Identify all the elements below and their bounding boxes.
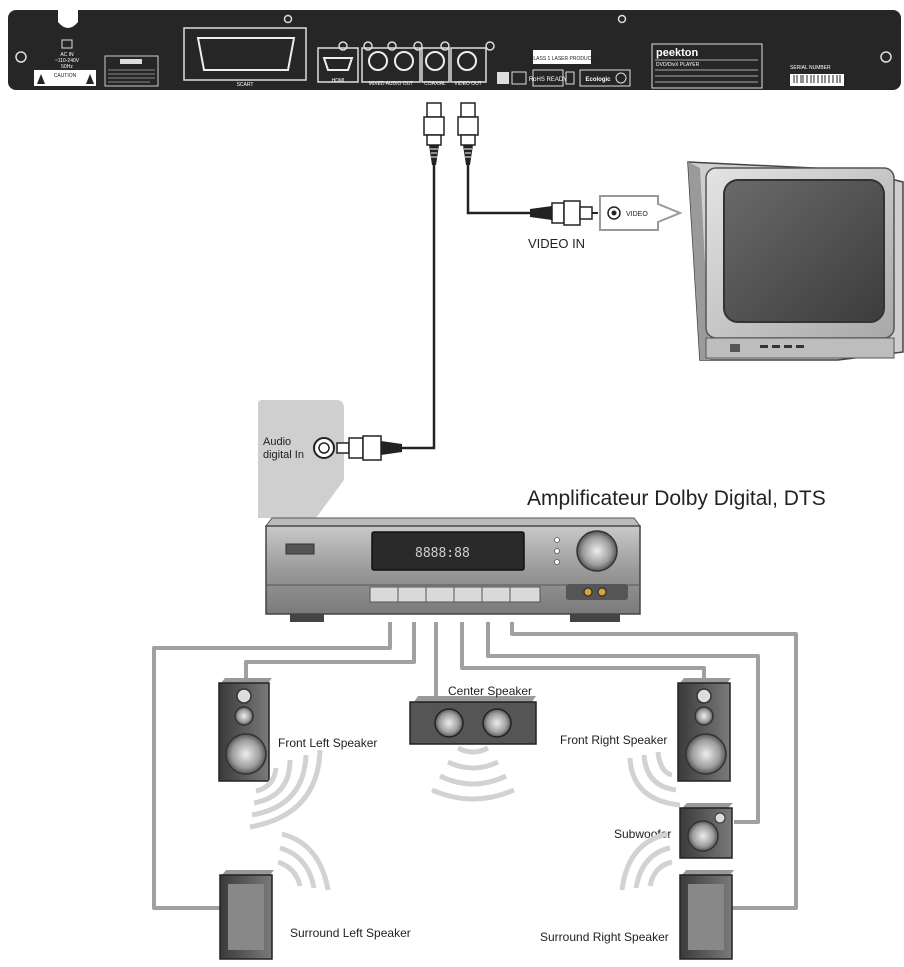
tv-video-port-callout: VIDEO [599,195,683,231]
center-speaker [409,696,537,745]
rca-plug-tv-video-in [530,200,598,226]
front-left-speaker-label: Front Left Speaker [278,736,377,750]
caution-label: CAUTION [54,73,77,79]
front-left-sound-waves [249,749,323,830]
mixed-audio-out-label: MIXED AUDIO OUT [369,81,414,87]
surround-left-sound-waves [277,831,331,891]
surround-left-speaker [219,870,274,960]
rca-plug-video [457,102,479,165]
audio-input-label-line1: Audio [263,436,291,448]
surround-right-speaker-label: Surround Right Speaker [540,930,669,944]
scart-label: SCART [237,82,254,88]
front-right-sound-waves [627,751,681,808]
subwoofer [679,803,733,859]
frequency-label: 50Hz [61,64,73,70]
tv-video-port-label: VIDEO [626,211,648,218]
recycle-icon [497,72,509,84]
video-in-label: VIDEO IN [528,236,585,251]
model-line-label: DVD/DivX PLAYER [656,62,700,68]
amp-input-callout: Audio digital In [258,400,344,518]
surround-right-sound-waves [619,831,673,891]
cable-front-left [244,622,416,680]
rca-plug-coaxial [423,102,445,165]
surround-right-speaker [679,870,734,960]
speaker-cables [152,622,798,910]
video-cable [466,165,532,215]
front-right-speaker-label: Front Right Speaker [560,733,667,747]
video-out-label: VIDEO OUT [454,81,482,87]
audio-input-label-line2: digital In [263,449,304,461]
rohs-label: RoHS READY [529,77,567,83]
amplifier: 8888:88 [265,517,641,622]
ac-in-block: AC IN ~110-240V 50Hz [55,39,80,70]
caution-label-block: CAUTION [34,70,96,86]
rca-plug-amp-digital-in [336,435,402,461]
serial-number-block: SERIAL NUMBER [790,65,844,86]
cable-surround-left [152,622,392,910]
mixed-audio-out-jacks: MIXED AUDIO OUT [361,41,423,87]
video-out-jack: VIDEO OUT [440,41,495,87]
hdmi-label: HDMI [332,78,345,84]
television [687,161,904,361]
center-sound-waves [430,745,516,802]
dolby-label-block [104,55,159,87]
barcode [790,74,844,86]
voltage-label: ~110-240V [55,58,80,64]
warning-triangle-icon [86,74,94,84]
serial-number-label: SERIAL NUMBER [790,65,831,71]
rating-plate: peekton DVD/DivX PLAYER [651,43,763,89]
coaxial-cable [402,165,436,450]
amplifier-title: Amplificateur Dolby Digital, DTS [527,487,826,510]
ecologic-label: Ecologic [585,77,611,83]
cable-front-right [460,622,706,680]
ac-in-label: AC IN [60,52,74,58]
tv-screen [723,179,885,323]
amp-display-text: 8888:88 [415,546,470,561]
ecologic-logo-icon [615,72,627,84]
front-right-speaker [677,678,731,782]
front-left-speaker [218,678,272,782]
weee-bin-icon [565,71,575,85]
compliance-logos: RoHS READY Ecologic CLASS 1 LASER PRODUC… [497,50,631,87]
cable-subwoofer [486,622,760,824]
brand-label: peekton [656,47,698,59]
laser-class-label: CLASS 1 LASER PRODUCT [530,56,594,62]
amp-display [371,531,525,571]
volume-knob [576,530,618,572]
cable-surround-right [510,622,798,910]
ce-icon [511,71,527,85]
coaxial-label: COAXIAL [424,81,446,87]
scart-connector: SCART [183,27,307,88]
warning-triangle-icon [37,74,45,84]
center-speaker-label: Center Speaker [448,684,532,698]
dvd-player-rear-panel: AC IN ~110-240V 50Hz CAUTION SCART HD [8,10,901,90]
surround-left-speaker-label: Surround Left Speaker [290,926,411,940]
coaxial-jack: COAXIAL [421,47,450,87]
hdmi-connector: HDMI [317,41,359,84]
